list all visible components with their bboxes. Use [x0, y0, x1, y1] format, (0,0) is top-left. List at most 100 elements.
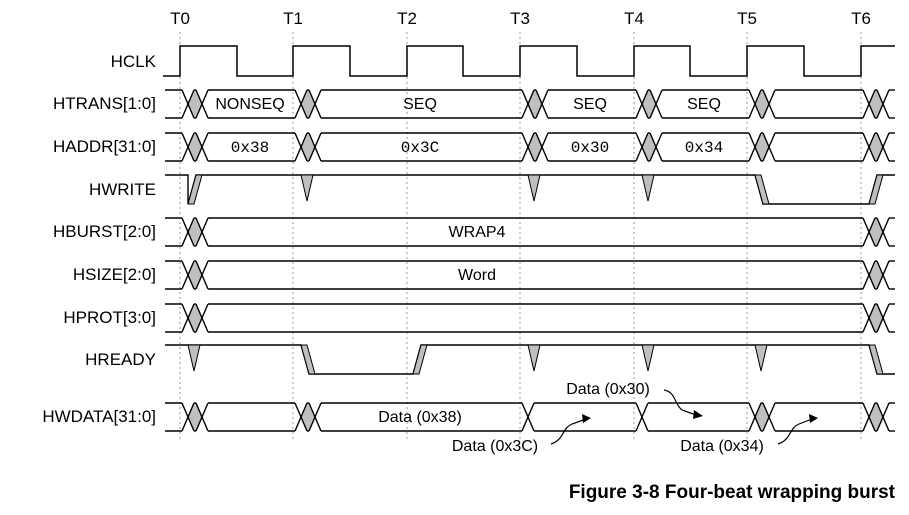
hburst-invalid-0 — [188, 218, 202, 246]
signal-names: HCLK HTRANS[1:0] HADDR[31:0] HWRITE HBUR… — [42, 52, 156, 426]
hwdata-invalid-3 — [869, 403, 883, 431]
htrans-cross-b-6 — [635, 89, 649, 119]
hready-rise — [412, 344, 428, 375]
hwdata-cross-b-6 — [748, 402, 762, 432]
hburst-waveform — [165, 217, 895, 247]
htrans-waveform — [165, 89, 895, 119]
hprot-waveform — [165, 303, 895, 333]
hprot-invalid-1 — [869, 304, 883, 332]
htrans-invalid-4 — [755, 90, 769, 118]
htrans-cross-b-11 — [876, 89, 890, 119]
htrans-cross-b-7 — [649, 89, 663, 119]
htrans-cross-b-4 — [521, 89, 535, 119]
arrow-data-0x3c — [550, 418, 587, 445]
hwdata-cross-b-7 — [762, 402, 776, 432]
hwdata-cross-b-5 — [635, 402, 649, 432]
hwdata-value: Data (0x38) — [378, 409, 462, 426]
hsize-cross-b-3 — [876, 260, 890, 290]
htrans-invalid-1 — [301, 90, 315, 118]
hburst-cross-b-2 — [862, 217, 876, 247]
htrans-invalid-5 — [869, 90, 883, 118]
signal-name-hready: HREADY — [85, 350, 156, 369]
htrans-invalid-0 — [188, 90, 202, 118]
hprot-cross-b-0 — [181, 303, 195, 333]
htrans-cross-b-3 — [308, 89, 322, 119]
hready-glitch-1 — [527, 344, 541, 372]
hwrite-rise-end — [868, 174, 884, 205]
htrans-invalid-2 — [528, 90, 542, 118]
hwdata-cross-b-1 — [195, 402, 209, 432]
hprot-cross-b-2 — [862, 303, 876, 333]
hwdata-cross-b-8 — [862, 402, 876, 432]
figure-caption: Figure 3-8 Four-beat wrapping burst — [568, 482, 895, 503]
hready-glitch-0 — [187, 344, 201, 372]
haddr-invalid-5 — [869, 133, 883, 161]
edge-label-t5: T5 — [737, 9, 757, 28]
hready-fall-end — [868, 344, 884, 375]
hprot-cross-b-1 — [195, 303, 209, 333]
hclk-waveform — [163, 45, 895, 77]
hwrite-waveform — [165, 174, 895, 205]
arrowhead-data-0x34 — [809, 414, 818, 423]
haddr-invalid-1 — [301, 133, 315, 161]
signal-name-hburst: HBURST[2:0] — [53, 222, 156, 241]
hready-glitch-2 — [641, 344, 655, 372]
annotation-data-0x3c: Data (0x3C) — [452, 438, 538, 455]
hprot-cross-b-3 — [876, 303, 890, 333]
haddr-value-1: 0x38 — [231, 139, 269, 157]
haddr-cross-b-3 — [308, 132, 322, 162]
haddr-value-3: 0x30 — [571, 139, 609, 157]
hsize-waveform — [165, 260, 895, 290]
hready-waveform — [165, 344, 895, 375]
htrans-cross-b-1 — [195, 89, 209, 119]
annotation-data-0x30: Data (0x30) — [566, 381, 650, 398]
haddr-invalid-0 — [188, 133, 202, 161]
haddr-waveform — [165, 132, 895, 162]
hsize-value: Word — [458, 267, 496, 284]
haddr-invalid-4 — [755, 133, 769, 161]
arrowhead-data-0x3c — [582, 414, 591, 423]
hsize-invalid-0 — [188, 261, 202, 289]
clock-edge-labels: T0 T1 T2 T3 T4 T5 T6 — [170, 9, 871, 28]
signal-name-htrans: HTRANS[1:0] — [53, 94, 156, 113]
htrans-value-4: SEQ — [687, 96, 721, 113]
hburst-cross-b-1 — [195, 217, 209, 247]
edge-label-t6: T6 — [851, 9, 871, 28]
signal-name-hwrite: HWRITE — [89, 180, 156, 199]
hwdata-cross-b-4 — [521, 402, 535, 432]
haddr-cross-b-2 — [294, 132, 308, 162]
hwrite-glitch-1 — [527, 174, 541, 202]
hburst-value: WRAP4 — [449, 224, 506, 241]
haddr-cross-b-4 — [521, 132, 535, 162]
hwdata-cross-b-0 — [181, 402, 195, 432]
clock-edge-guides — [179, 32, 862, 440]
haddr-cross-b-0 — [181, 132, 195, 162]
haddr-value-4: 0x34 — [685, 139, 723, 157]
haddr-cross-b-1 — [195, 132, 209, 162]
htrans-invalid-3 — [642, 90, 656, 118]
hwrite-rise — [187, 174, 203, 205]
haddr-cross-b-7 — [649, 132, 663, 162]
hwdata-waveform — [165, 402, 895, 432]
hsize-invalid-1 — [869, 261, 883, 289]
hwdata-invalid-1 — [301, 403, 315, 431]
hready-fall — [300, 344, 316, 375]
hwdata-cross-b-2 — [294, 402, 308, 432]
haddr-cross-b-8 — [748, 132, 762, 162]
hsize-cross-b-0 — [181, 260, 195, 290]
signal-name-hsize: HSIZE[2:0] — [73, 265, 156, 284]
haddr-cross-b-11 — [876, 132, 890, 162]
haddr-invalid-3 — [642, 133, 656, 161]
arrow-data-0x34 — [777, 418, 813, 445]
hsize-cross-b-2 — [862, 260, 876, 290]
hwrite-glitch-2 — [641, 174, 655, 202]
signal-name-haddr: HADDR[31:0] — [53, 137, 156, 156]
edge-label-t0: T0 — [170, 9, 190, 28]
haddr-cross-b-5 — [535, 132, 549, 162]
hburst-invalid-1 — [869, 218, 883, 246]
haddr-cross-b-9 — [762, 132, 776, 162]
signal-name-hwdata: HWDATA[31:0] — [42, 407, 156, 426]
hwrite-fall — [754, 174, 770, 205]
annotation-data-0x34: Data (0x34) — [680, 438, 764, 455]
